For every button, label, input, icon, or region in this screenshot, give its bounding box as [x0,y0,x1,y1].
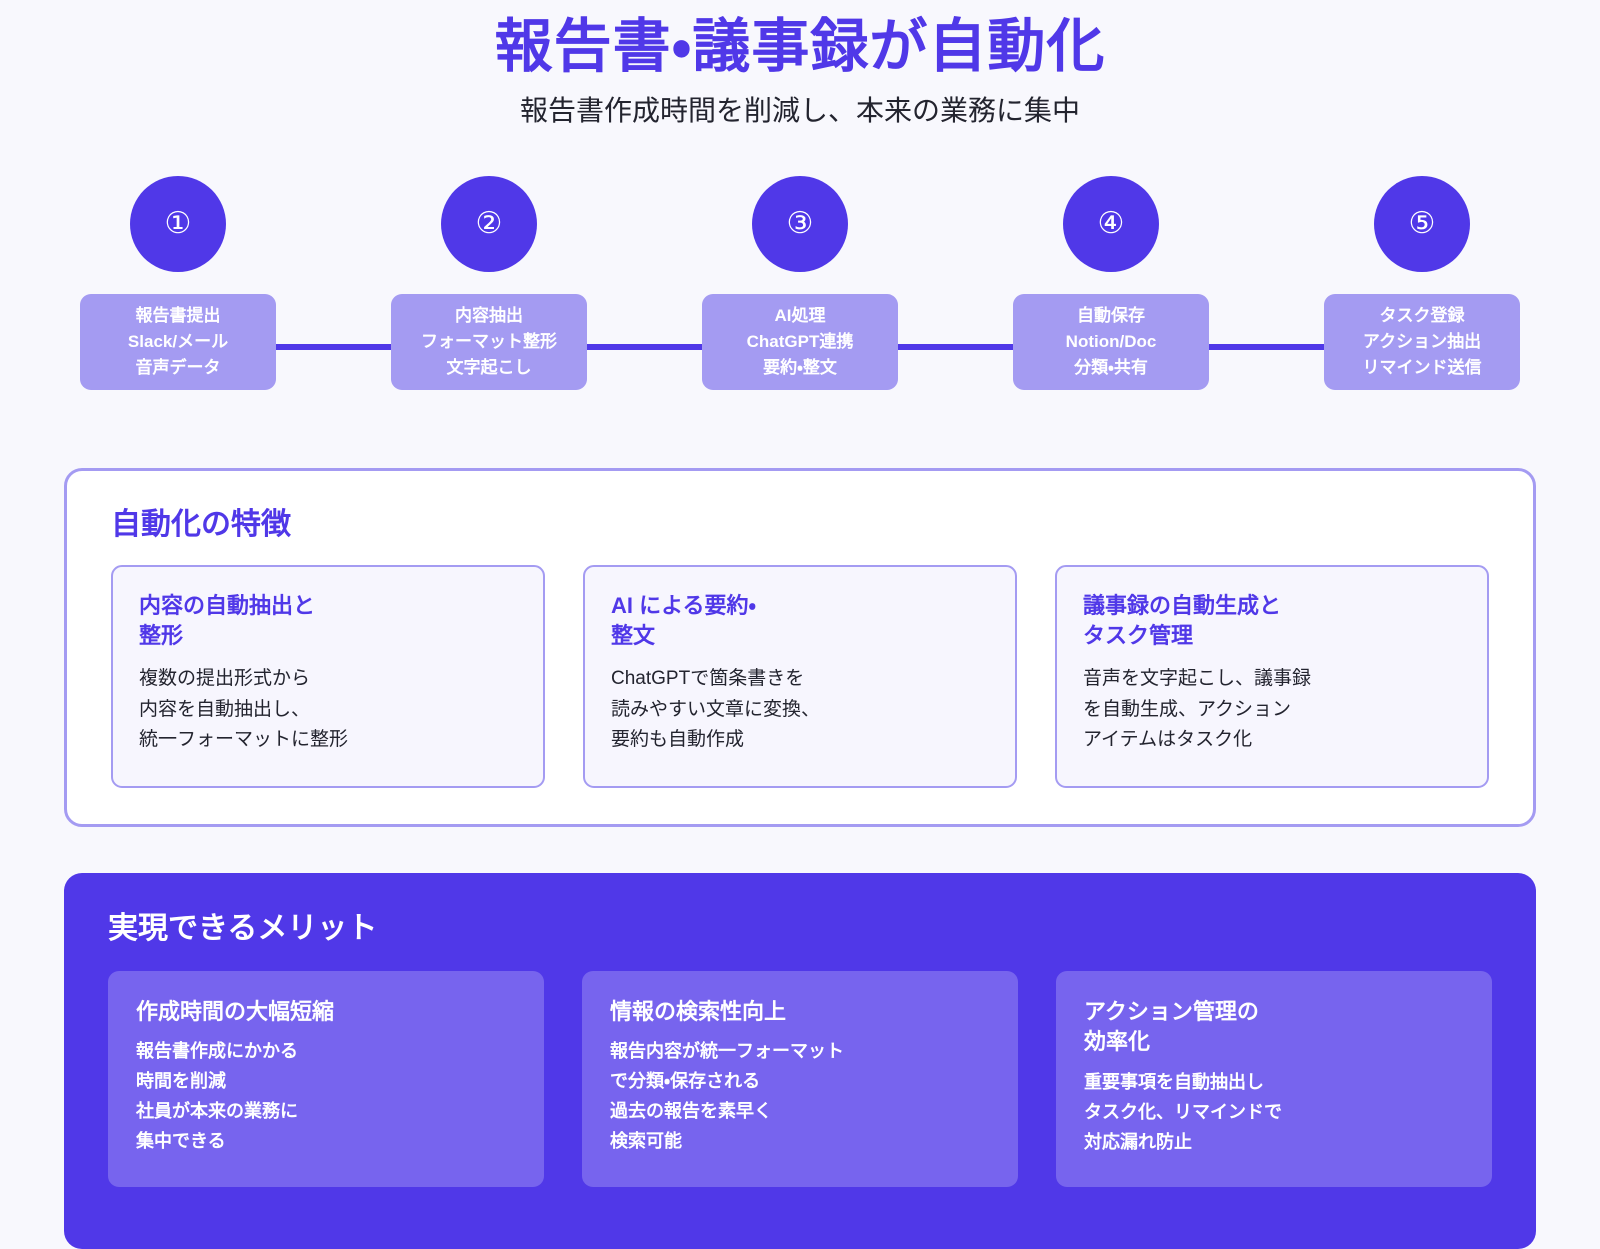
feature-card-1[interactable]: 内容の自動抽出と 整形 複数の提出形式から 内容を自動抽出し、 統一フォーマット… [111,565,545,789]
process-step-list: ① 報告書提出 Slack/メール 音声データ ② 内容抽出 フォーマット整形 … [80,176,1520,406]
feature-card-title-2: AI による要約・ 整文 [611,593,756,649]
step-number-badge-4: ④ [1063,176,1159,273]
feature-card-title-3: 議事録の自動生成と タスク管理 [1083,593,1282,649]
benefit-card-2[interactable]: 情報の検索性向上 報告内容が統一フォーマット で分類・保存される 過去の報告を素… [582,971,1018,1188]
benefits-panel-title: 実現できるメリット [108,912,378,946]
step-card-title-2: 内容抽出 [455,305,523,325]
benefit-card-title-2: 情報の検索性向上 [610,999,787,1025]
process-step-5[interactable]: ⑤ タスク登録 アクション抽出 リマインド送信 [1324,176,1520,406]
features-card-row: 内容の自動抽出と 整形 複数の提出形式から 内容を自動抽出し、 統一フォーマット… [111,565,1489,789]
benefits-card-row: 作成時間の大幅短縮 報告書作成にかかる 時間を削減 社員が本来の業務に 集中でき… [108,971,1492,1188]
benefit-card-body-1: 報告書作成にかかる 時間を削減 社員が本来の業務に 集中できる [136,1041,298,1152]
step-number-badge-1: ① [130,176,226,273]
page-subtitle: 報告書作成時間を削減し、本来の業務に集中 [519,94,1080,126]
step-card-4[interactable]: 自動保存 Notion/Doc 分類・共有 [1013,294,1209,391]
benefit-card-1[interactable]: 作成時間の大幅短縮 報告書作成にかかる 時間を削減 社員が本来の業務に 集中でき… [108,971,544,1188]
features-panel: 自動化の特徴 内容の自動抽出と 整形 複数の提出形式から 内容を自動抽出し、 統… [64,468,1536,828]
process-step-2[interactable]: ② 内容抽出 フォーマット整形 文字起こし [391,176,587,406]
step-card-line3-1: 音声データ [135,358,221,378]
step-card-line3-2: 文字起こし [446,358,532,378]
step-card-line2-3: ChatGPT連携 [746,331,854,351]
step-number-badge-2: ② [441,176,537,273]
step-card-line2-1: Slack/メール [127,331,229,351]
step-card-line3-3: 要約・整文 [763,358,837,378]
feature-card-3[interactable]: 議事録の自動生成と タスク管理 音声を文字起こし、議事録 を自動生成、アクション… [1055,565,1489,789]
feature-card-body-1: 複数の提出形式から 内容を自動抽出し、 統一フォーマットに整形 [139,667,349,751]
step-card-1[interactable]: 報告書提出 Slack/メール 音声データ [80,294,276,391]
step-card-title-4: 自動保存 [1077,305,1145,325]
step-card-line2-4: Notion/Doc [1065,331,1157,351]
process-flow: ① 報告書提出 Slack/メール 音声データ ② 内容抽出 フォーマット整形 … [80,176,1520,406]
step-number-badge-5: ⑤ [1374,176,1470,273]
process-step-3[interactable]: ③ AI処理 ChatGPT連携 要約・整文 [702,176,898,406]
process-step-1[interactable]: ① 報告書提出 Slack/メール 音声データ [80,176,276,406]
benefit-card-3[interactable]: アクション管理の 効率化 重要事項を自動抽出し タスク化、リマインドで 対応漏れ… [1056,971,1492,1188]
step-card-line3-4: 分類・共有 [1074,358,1148,378]
step-card-title-1: 報告書提出 [135,305,221,325]
step-card-line2-5: アクション抽出 [1362,331,1482,351]
benefit-card-title-1: 作成時間の大幅短縮 [136,999,335,1025]
step-card-3[interactable]: AI処理 ChatGPT連携 要約・整文 [702,294,898,391]
benefits-panel: 実現できるメリット 作成時間の大幅短縮 報告書作成にかかる 時間を削減 社員が本… [64,873,1536,1249]
features-panel-title: 自動化の特徴 [111,508,291,542]
step-card-5[interactable]: タスク登録 アクション抽出 リマインド送信 [1324,294,1520,391]
process-step-4[interactable]: ④ 自動保存 Notion/Doc 分類・共有 [1013,176,1209,406]
feature-card-body-2: ChatGPTで箇条書きを 読みやすい文章に変換、 要約も自動作成 [611,667,821,751]
benefit-card-body-3: 重要事項を自動抽出し タスク化、リマインドで 対応漏れ防止 [1084,1071,1282,1152]
step-card-title-5: タスク登録 [1379,305,1465,325]
step-card-2[interactable]: 内容抽出 フォーマット整形 文字起こし [391,294,587,391]
page-header: 報告書・議事録が自動化 報告書作成時間を削減し、本来の業務に集中 [0,0,1600,129]
feature-card-title-1: 内容の自動抽出と 整形 [139,593,316,649]
feature-card-2[interactable]: AI による要約・ 整文 ChatGPTで箇条書きを 読みやすい文章に変換、 要… [583,565,1017,789]
step-card-line3-5: リマインド送信 [1362,358,1482,378]
step-number-badge-3: ③ [752,176,848,273]
page-title: 報告書・議事録が自動化 [494,14,1106,79]
step-card-title-3: AI処理 [774,305,826,325]
benefit-card-body-2: 報告内容が統一フォーマット で分類・保存される 過去の報告を素早く 検索可能 [610,1041,844,1152]
step-card-line2-2: フォーマット整形 [421,331,557,351]
benefit-card-title-3: アクション管理の 効率化 [1084,999,1259,1055]
feature-card-body-3: 音声を文字起こし、議事録 を自動生成、アクション アイテムはタスク化 [1083,667,1312,751]
